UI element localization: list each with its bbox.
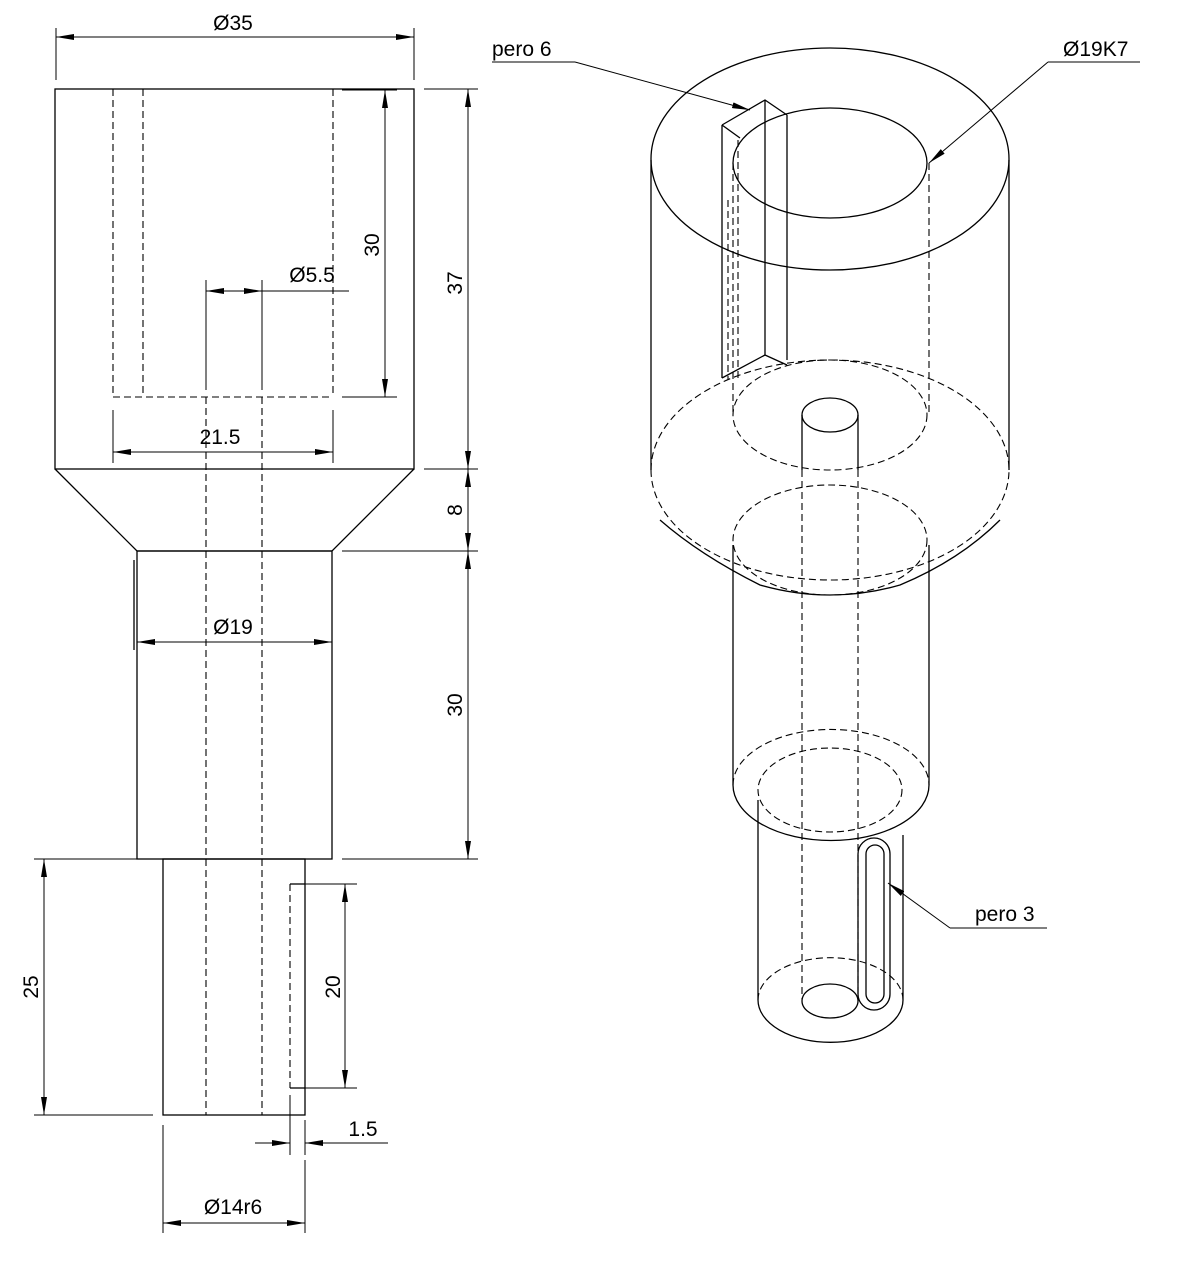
- iso-shaft-cylinder: [757, 747, 904, 1043]
- dimension-height-25: 25: [20, 858, 153, 1116]
- dimension-heights-right: 37 8 30: [342, 88, 478, 860]
- dimension-keyway-length-20: 20: [305, 883, 357, 1089]
- dimension-text: Ø14r6: [204, 1196, 262, 1219]
- iso-keyway-pero-6: [721, 99, 788, 380]
- iso-center-hole: [801, 397, 859, 1019]
- dimension-text: Ø5.5: [289, 264, 335, 287]
- label-text: pero 6: [492, 38, 552, 61]
- dimension-width-21-5: 21.5: [112, 410, 334, 463]
- dimension-text: 25: [20, 975, 43, 998]
- dimension-text-8: 8: [444, 504, 467, 516]
- dimension-diameter-14r6: Ø14r6: [162, 1125, 306, 1233]
- hidden-lines: [112, 89, 334, 1115]
- dimension-text: Ø19: [213, 616, 253, 639]
- label-bore-19k7: Ø19K7: [928, 38, 1140, 164]
- label-pero-3: pero 3: [887, 882, 1047, 929]
- label-pero-6: pero 6: [492, 38, 751, 111]
- iso-neck-cylinder: [659, 484, 1001, 842]
- dimension-diameter-5-5: Ø5.5: [205, 264, 349, 390]
- label-text: Ø19K7: [1063, 38, 1128, 61]
- orthographic-view: Ø35 Ø5.5 30 21.5: [20, 12, 478, 1233]
- dimension-text: 21.5: [200, 426, 241, 449]
- iso-keyway-pero-3: [857, 837, 891, 1011]
- isometric-view: pero 6 Ø19K7 pero 3: [492, 38, 1140, 1043]
- dimension-text: 1.5: [348, 1118, 377, 1141]
- dimension-text-30: 30: [444, 693, 467, 716]
- label-text: pero 3: [975, 903, 1035, 926]
- dimension-text: 30: [361, 233, 384, 256]
- dimension-text: 20: [322, 975, 345, 998]
- dimension-text: Ø35: [213, 12, 253, 35]
- part-outline: [54, 88, 415, 1116]
- dimension-bore-depth-30: 30: [342, 89, 397, 398]
- dimension-text-37: 37: [444, 271, 467, 294]
- dimension-keyway-depth-1-5: 1.5: [255, 1095, 388, 1155]
- iso-head-cylinder: [650, 47, 1010, 581]
- dimension-diameter-35: Ø35: [55, 12, 415, 80]
- dimension-diameter-19: Ø19: [137, 616, 332, 645]
